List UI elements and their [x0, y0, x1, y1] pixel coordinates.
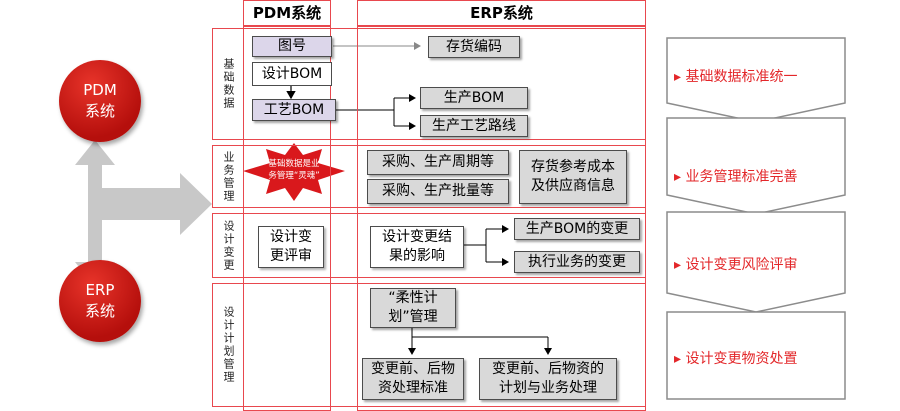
inventory-code-box: 存货编码: [428, 36, 520, 58]
drawing-number-box: 图号: [252, 36, 332, 57]
flex-plan-box: “柔性计划”管理: [370, 288, 456, 328]
row-label-business: 业务管理: [222, 150, 235, 203]
erp-header-frame: [357, 0, 646, 26]
outcome-chevrons: [666, 37, 846, 400]
exec-change-box: 执行业务的变更: [514, 251, 640, 273]
purchase-cycle-box: 采购、生产周期等: [367, 150, 509, 175]
outcome-4: ▸ 设计变更物资处置: [674, 351, 798, 367]
soul-label: 基础数据是业务管理“灵魂”: [268, 159, 320, 181]
outcome-3: ▸ 设计变更风险评审: [674, 257, 798, 273]
row-label-design-plan: 设计计划管理: [222, 306, 235, 384]
outcome-2: ▸ 业务管理标准完善: [674, 169, 798, 185]
integration-arrow: [75, 140, 212, 287]
change-review-box: 设计变更评审: [258, 226, 324, 268]
row-label-design-change: 设计变更: [222, 219, 235, 272]
before-after-plan-box: 变更前、后物资的计划与业务处理: [479, 358, 617, 400]
row-label-basic-data: 基础数据: [222, 58, 235, 110]
erp-column-header: ERP系统: [470, 4, 533, 22]
row-frame-design-plan: [212, 283, 646, 407]
purchase-batch-box: 采购、生产批量等: [367, 179, 509, 204]
row-frame-business: [212, 145, 646, 208]
pdm-column-header: PDM系统: [252, 4, 322, 22]
pdm-header-frame: [243, 0, 331, 26]
row-frame-basic-data: [212, 28, 646, 140]
outcome-1: ▸ 基础数据标准统一: [674, 69, 798, 85]
production-bom-box: 生产BOM: [420, 87, 528, 109]
design-bom-box: 设计BOM: [252, 62, 332, 86]
before-after-standard-box: 变更前、后物资处理标准: [362, 358, 464, 400]
process-bom-box: 工艺BOM: [252, 99, 336, 121]
change-result-box: 设计变更结果的影响: [370, 226, 464, 268]
bom-change-box: 生产BOM的变更: [514, 218, 640, 240]
cost-supplier-box: 存货参考成本及供应商信息: [519, 150, 627, 204]
soul-starburst: [243, 143, 345, 201]
row-frame-design-change: [212, 213, 646, 278]
production-route-box: 生产工艺路线: [420, 115, 528, 137]
